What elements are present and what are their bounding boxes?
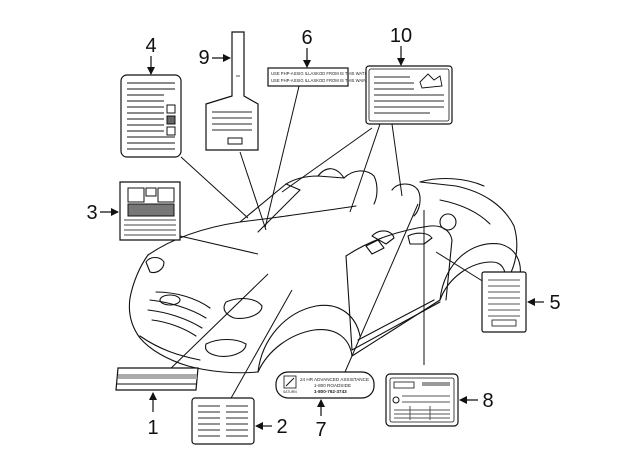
callout-3: 3 <box>86 202 97 224</box>
callout-2: 2 <box>276 416 287 438</box>
callout-4: 4 <box>145 35 156 57</box>
callout-8: 8 <box>482 390 493 412</box>
callout-7: 7 <box>315 419 326 441</box>
label-8-plate-icon <box>385 373 459 427</box>
callout-1: 1 <box>147 417 158 439</box>
label-6-line2: USE PHP-ASSIG ILLASKOD FROM IS THIS WAIN… <box>271 78 373 83</box>
callout-10: 10 <box>390 25 412 47</box>
label-3-grid-icon <box>119 181 181 241</box>
label-6-line1: USE PHP-ASSIG ILLASKOD FROM IS THIS WATS <box>271 71 367 76</box>
callout-6: 6 <box>301 27 312 49</box>
label-7-line3: 1-800-762-3743 <box>314 389 347 394</box>
label-7-line2: 1-800 ROADSIDE <box>314 383 351 388</box>
leader-lines <box>164 81 485 401</box>
callout-5: 5 <box>549 292 560 314</box>
label-2-sticker-icon <box>191 397 255 445</box>
label-5-sticker-icon <box>481 271 527 333</box>
label-10-card-icon <box>365 65 453 125</box>
label-6-strip-icon: USE PHP-ASSIG ILLASKOD FROM IS THIS WATS… <box>267 67 373 87</box>
callout-9: 9 <box>198 47 209 69</box>
car-outline-icon <box>128 168 521 374</box>
label-7-roadside-icon: 24 HR ADVANCED ASSISTANCE 1-800 ROADSIDE… <box>275 371 375 399</box>
label-7-brand: SATURN <box>283 390 297 394</box>
label-7-line1: 24 HR ADVANCED ASSISTANCE <box>300 377 369 382</box>
label-1-tape-icon <box>115 367 199 391</box>
callout-arrows <box>100 46 544 430</box>
label-9-hang-tag-icon <box>205 31 259 151</box>
label-4-sticker-icon <box>120 74 182 158</box>
